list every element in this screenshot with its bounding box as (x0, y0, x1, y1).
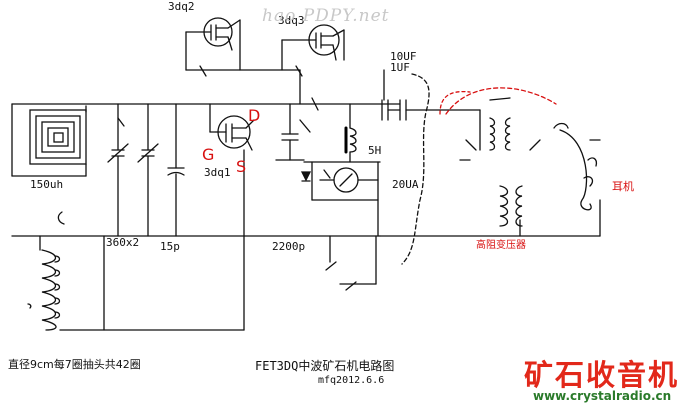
label-tube-3: 3dq3 (278, 14, 305, 27)
label-inductor: 5H (368, 144, 382, 157)
coil-note: 直径9cm每7圈抽头共42圈 (8, 358, 141, 371)
tapped-coil-icon (27, 211, 65, 331)
label-pin-g: G (202, 145, 215, 164)
label-pin-s: S (236, 157, 247, 176)
transformer-icon (459, 97, 541, 227)
label-cap-10uf-a: 10UF (390, 50, 417, 63)
ground-switch-icon (325, 235, 377, 291)
label-earphone: 耳机 (612, 180, 634, 193)
fet-3dq3-icon (281, 24, 345, 111)
site-url: www.crystalradio.cn (533, 389, 672, 403)
loop-antenna-icon (29, 105, 87, 165)
fet-3dq1-icon (209, 103, 255, 151)
label-tube-1: 3dq1 (204, 166, 231, 179)
label-pin-d: D (248, 106, 261, 125)
capacitor-mid-icon (275, 103, 311, 161)
label-fixed-cap-small: 15p (160, 240, 180, 253)
author-date: mfq2012.6.6 (318, 375, 385, 386)
label-cap-10uf-b: 1UF (390, 61, 410, 74)
meter-20ua-icon (300, 161, 379, 237)
fet-3dq2-icon (185, 17, 301, 77)
earphone-icon (553, 122, 601, 211)
inductor-5h-icon (303, 103, 381, 163)
label-transformer: 高阻变压器 (476, 240, 526, 251)
label-loop-antenna: 150uh (30, 178, 64, 191)
tuning-capacitor-icon (107, 103, 159, 237)
capacitor-10uf-icon (381, 69, 481, 121)
diagram-title: FET3DQ中波矿石机电路图 (255, 359, 395, 373)
site-logo: 矿石收音机 (524, 358, 680, 392)
label-meter: 20UA (392, 178, 419, 191)
label-fixed-cap-large: 2200p (272, 240, 306, 253)
label-variable-cap: 360x2 (106, 236, 140, 249)
watermark: hao PDPY.net (262, 6, 390, 26)
capacitor-15p-icon (167, 103, 185, 237)
label-tube-2: 3dq2 (168, 0, 195, 13)
